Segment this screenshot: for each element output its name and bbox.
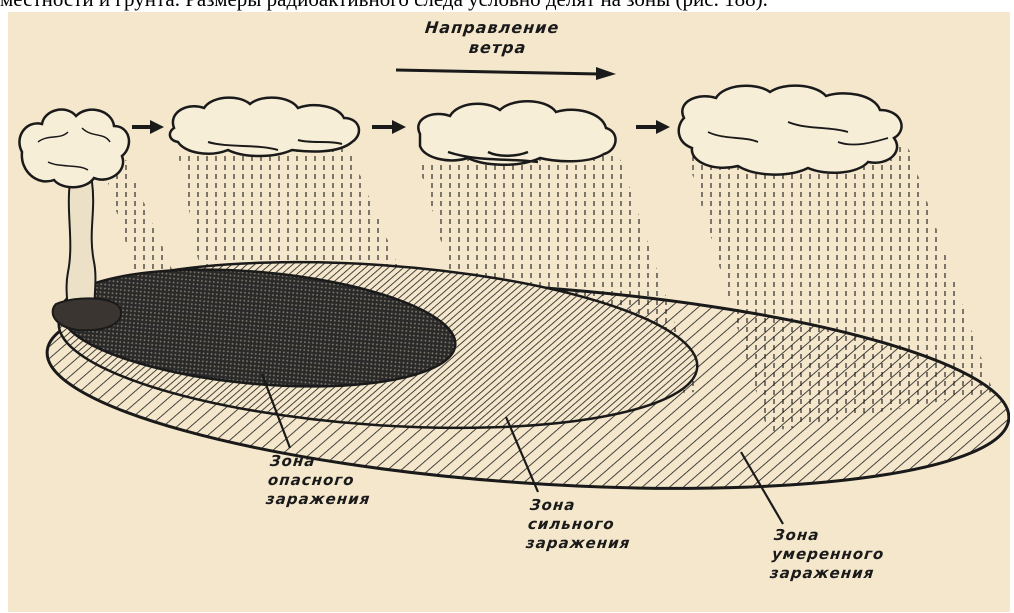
mushroom-base bbox=[53, 298, 121, 330]
zone-moderate-line1: Зона bbox=[773, 526, 887, 545]
zone-moderate-label: Зона умеренного заражения bbox=[769, 526, 887, 583]
diagram-area: Направление ветра Зона опасного заражени… bbox=[8, 12, 1010, 612]
mushroom-cap bbox=[19, 110, 129, 188]
caption-text-cut: местности и грунта. Размеры радиоактивно… bbox=[0, 0, 1014, 12]
zone-strong-line1: Зона bbox=[529, 496, 635, 515]
mushroom-stem bbox=[66, 182, 96, 317]
wind-label-line2: ветра bbox=[422, 38, 558, 58]
wind-label-line1: Направление bbox=[424, 18, 560, 38]
arrow-3 bbox=[636, 120, 670, 134]
zone-dangerous-line3: заражения bbox=[265, 490, 371, 509]
wind-direction-label: Направление ветра bbox=[422, 18, 561, 58]
zone-dangerous-line2: опасного bbox=[267, 471, 373, 490]
rain-from-mushroom bbox=[103, 160, 173, 282]
diagram-svg bbox=[8, 12, 1010, 612]
cloud-3 bbox=[679, 86, 902, 175]
zone-moderate-line2: умеренного bbox=[771, 545, 885, 564]
arrow-2 bbox=[372, 120, 406, 134]
arrow-1 bbox=[132, 120, 164, 134]
zone-moderate-line3: заражения bbox=[769, 564, 883, 583]
zone-strong-line3: заражения bbox=[525, 534, 631, 553]
zone-strong-label: Зона сильного заражения bbox=[525, 496, 635, 553]
zone-dangerous-line1: Зона bbox=[269, 452, 375, 471]
zone-strong-line2: сильного bbox=[527, 515, 633, 534]
zone-dangerous-label: Зона опасного заражения bbox=[265, 452, 375, 509]
wind-direction-arrow bbox=[396, 67, 616, 80]
